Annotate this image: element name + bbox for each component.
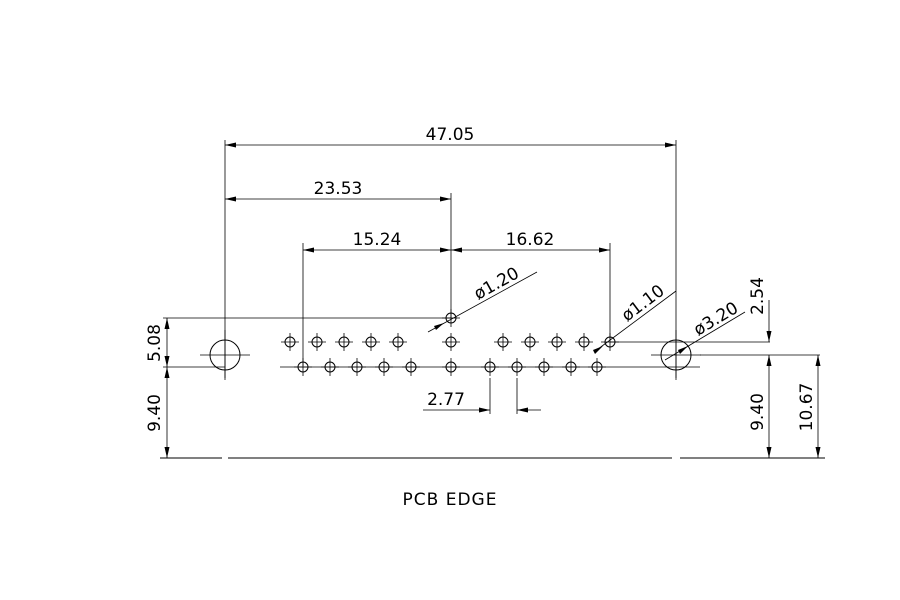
left-mount-hole bbox=[200, 330, 250, 380]
dim-left-vertical: 5.08 9.40 bbox=[145, 318, 170, 458]
dim-right-pin-span: 16.62 bbox=[451, 230, 610, 253]
dim-label-overall-width: 47.05 bbox=[426, 125, 475, 145]
dim-left-pin-span: 15.24 bbox=[303, 230, 451, 253]
pin-hole bbox=[511, 361, 523, 373]
pin-hole bbox=[351, 361, 363, 373]
pin-hole bbox=[445, 361, 457, 373]
pin-hole bbox=[538, 361, 550, 373]
pin-hole bbox=[445, 336, 457, 348]
pin-hole bbox=[338, 336, 350, 348]
extension-lines bbox=[163, 140, 820, 414]
dim-label-left-edge-offset: 9.40 bbox=[145, 394, 165, 432]
pin-hole bbox=[604, 336, 616, 348]
dim-label-left-pin-span: 15.24 bbox=[353, 230, 402, 250]
dim-right-vertical: 2.54 9.40 10.67 bbox=[748, 277, 821, 458]
dim-label-center-to-datum: 23.53 bbox=[314, 179, 363, 199]
dim-label-right-pin-span: 16.62 bbox=[506, 230, 555, 250]
dim-label-right-row-offset: 2.54 bbox=[748, 277, 768, 315]
pin-hole bbox=[392, 336, 404, 348]
dim-center-to-datum: 23.53 bbox=[225, 179, 451, 202]
dim-label-right-total-offset: 10.67 bbox=[797, 383, 817, 432]
pcb-edge-caption: PCB EDGE bbox=[403, 490, 498, 510]
pin-hole bbox=[365, 336, 377, 348]
pin-hole bbox=[378, 361, 390, 373]
pin-hole bbox=[484, 361, 496, 373]
pin-hole bbox=[551, 336, 563, 348]
pin-hole bbox=[591, 361, 603, 373]
dim-pin-pitch: 2.77 bbox=[423, 390, 541, 413]
pin-hole bbox=[284, 336, 296, 348]
right-mount-hole bbox=[651, 330, 701, 380]
pin-holes bbox=[281, 309, 619, 376]
pin-hole bbox=[497, 336, 509, 348]
pin-hole bbox=[297, 361, 309, 373]
dim-label-left-row-offset: 5.08 bbox=[145, 324, 165, 362]
pin-hole bbox=[311, 336, 323, 348]
dim-label-mount-hole: ø3.20 bbox=[690, 298, 742, 340]
pin-hole bbox=[524, 336, 536, 348]
dim-label-right-edge-offset: 9.40 bbox=[748, 393, 768, 431]
dim-label-signal-pin-hole: ø1.10 bbox=[618, 281, 669, 326]
pin-hole bbox=[578, 336, 590, 348]
dim-label-pin-pitch: 2.77 bbox=[427, 390, 465, 410]
diameter-leaders: ø1.20 ø1.10 ø3.20 bbox=[427, 263, 746, 361]
pin-hole bbox=[565, 361, 577, 373]
dim-overall-width: 47.05 bbox=[225, 125, 676, 148]
pin-hole bbox=[324, 361, 336, 373]
dim-label-small-pin-hole: ø1.20 bbox=[471, 263, 523, 304]
pin-hole bbox=[405, 361, 417, 373]
pin-hole bbox=[445, 312, 457, 324]
